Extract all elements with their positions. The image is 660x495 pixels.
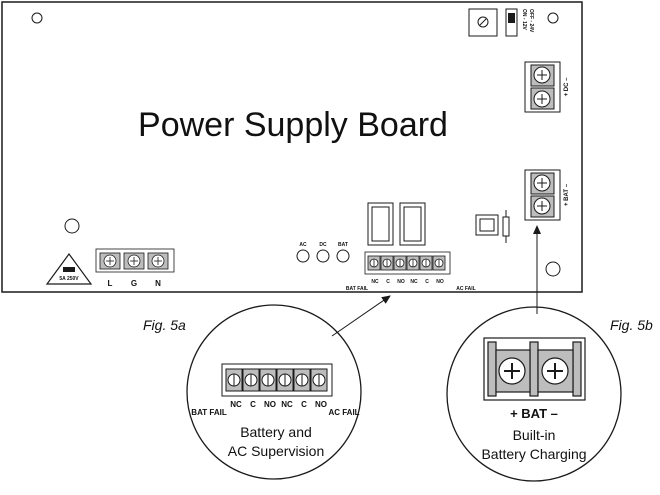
led-label-bat: BAT [338, 242, 348, 248]
board-contact-nc-1: NC [371, 279, 379, 285]
ac-input-terminal [95, 248, 175, 273]
dc-terminal-block [524, 61, 561, 113]
bat-terminal-block [524, 169, 561, 221]
fig5a-ac-fail-label: AC FAIL [328, 408, 359, 417]
terminal-label-n: N [155, 279, 161, 288]
led-label-ac: AC [299, 242, 307, 248]
board-fuse [502, 210, 510, 243]
board-contact-nc-2: NC [410, 279, 418, 285]
fig5a-caption-line2: AC Supervision [228, 443, 325, 459]
fig5a-terminal-strip [221, 363, 333, 397]
fig5a-contact-c-1: C [250, 400, 256, 409]
fig5b-caption-line2: Battery Charging [481, 446, 586, 462]
fig5a-pointer-arrow [331, 295, 391, 337]
voltage-potentiometer [468, 8, 498, 37]
chip-component [475, 214, 499, 236]
board-bat-fail-label: BAT FAIL [346, 286, 368, 292]
status-leds [296, 249, 350, 263]
fig5a-contact-nc-2: NC [281, 400, 293, 409]
mounting-holes [31, 12, 561, 277]
voltage-dip-switch [505, 8, 518, 37]
terminal-label-g: G [131, 279, 137, 288]
dc-terminal-label: + DC – [564, 77, 570, 97]
board-outline [1, 1, 583, 293]
board-contact-c-2: C [425, 279, 429, 285]
board-title: Power Supply Board [138, 106, 448, 144]
fig5a-caption-line1: Battery and [240, 424, 312, 440]
fig5a-contact-nc-1: NC [230, 400, 242, 409]
board-ac-fail-label: AC FAIL [456, 286, 475, 292]
board-contact-c-1: C [386, 279, 390, 285]
fig5a-bat-fail-label: BAT FAIL [191, 408, 227, 417]
fuse-warning-icon [45, 252, 93, 285]
fig5a-label: Fig. 5a [143, 317, 186, 333]
bat-terminal-label: + BAT – [564, 183, 570, 206]
switch-label-off: OFF - 24V [528, 9, 534, 33]
led-label-dc: DC [319, 242, 327, 248]
board-contact-no-2: NO [436, 279, 444, 285]
relays [367, 202, 426, 246]
fuse-rating-label: 5A 250V [59, 276, 79, 282]
fig5b-terminal-block [483, 337, 586, 401]
fig5a-contact-no-2: NO [315, 400, 327, 409]
relay-terminal-strip [364, 251, 451, 275]
switch-label-on: ON - 12V [521, 9, 527, 31]
fig5a-contact-no-1: NO [264, 400, 276, 409]
fig5b-caption-line1: Built-in [513, 427, 556, 443]
fig5b-bat-label: + BAT – [510, 406, 558, 421]
board-contact-no-1: NO [397, 279, 405, 285]
fig5b-label: Fig. 5b [610, 317, 653, 333]
fig5a-contact-c-2: C [301, 400, 307, 409]
terminal-label-l: L [108, 279, 113, 288]
